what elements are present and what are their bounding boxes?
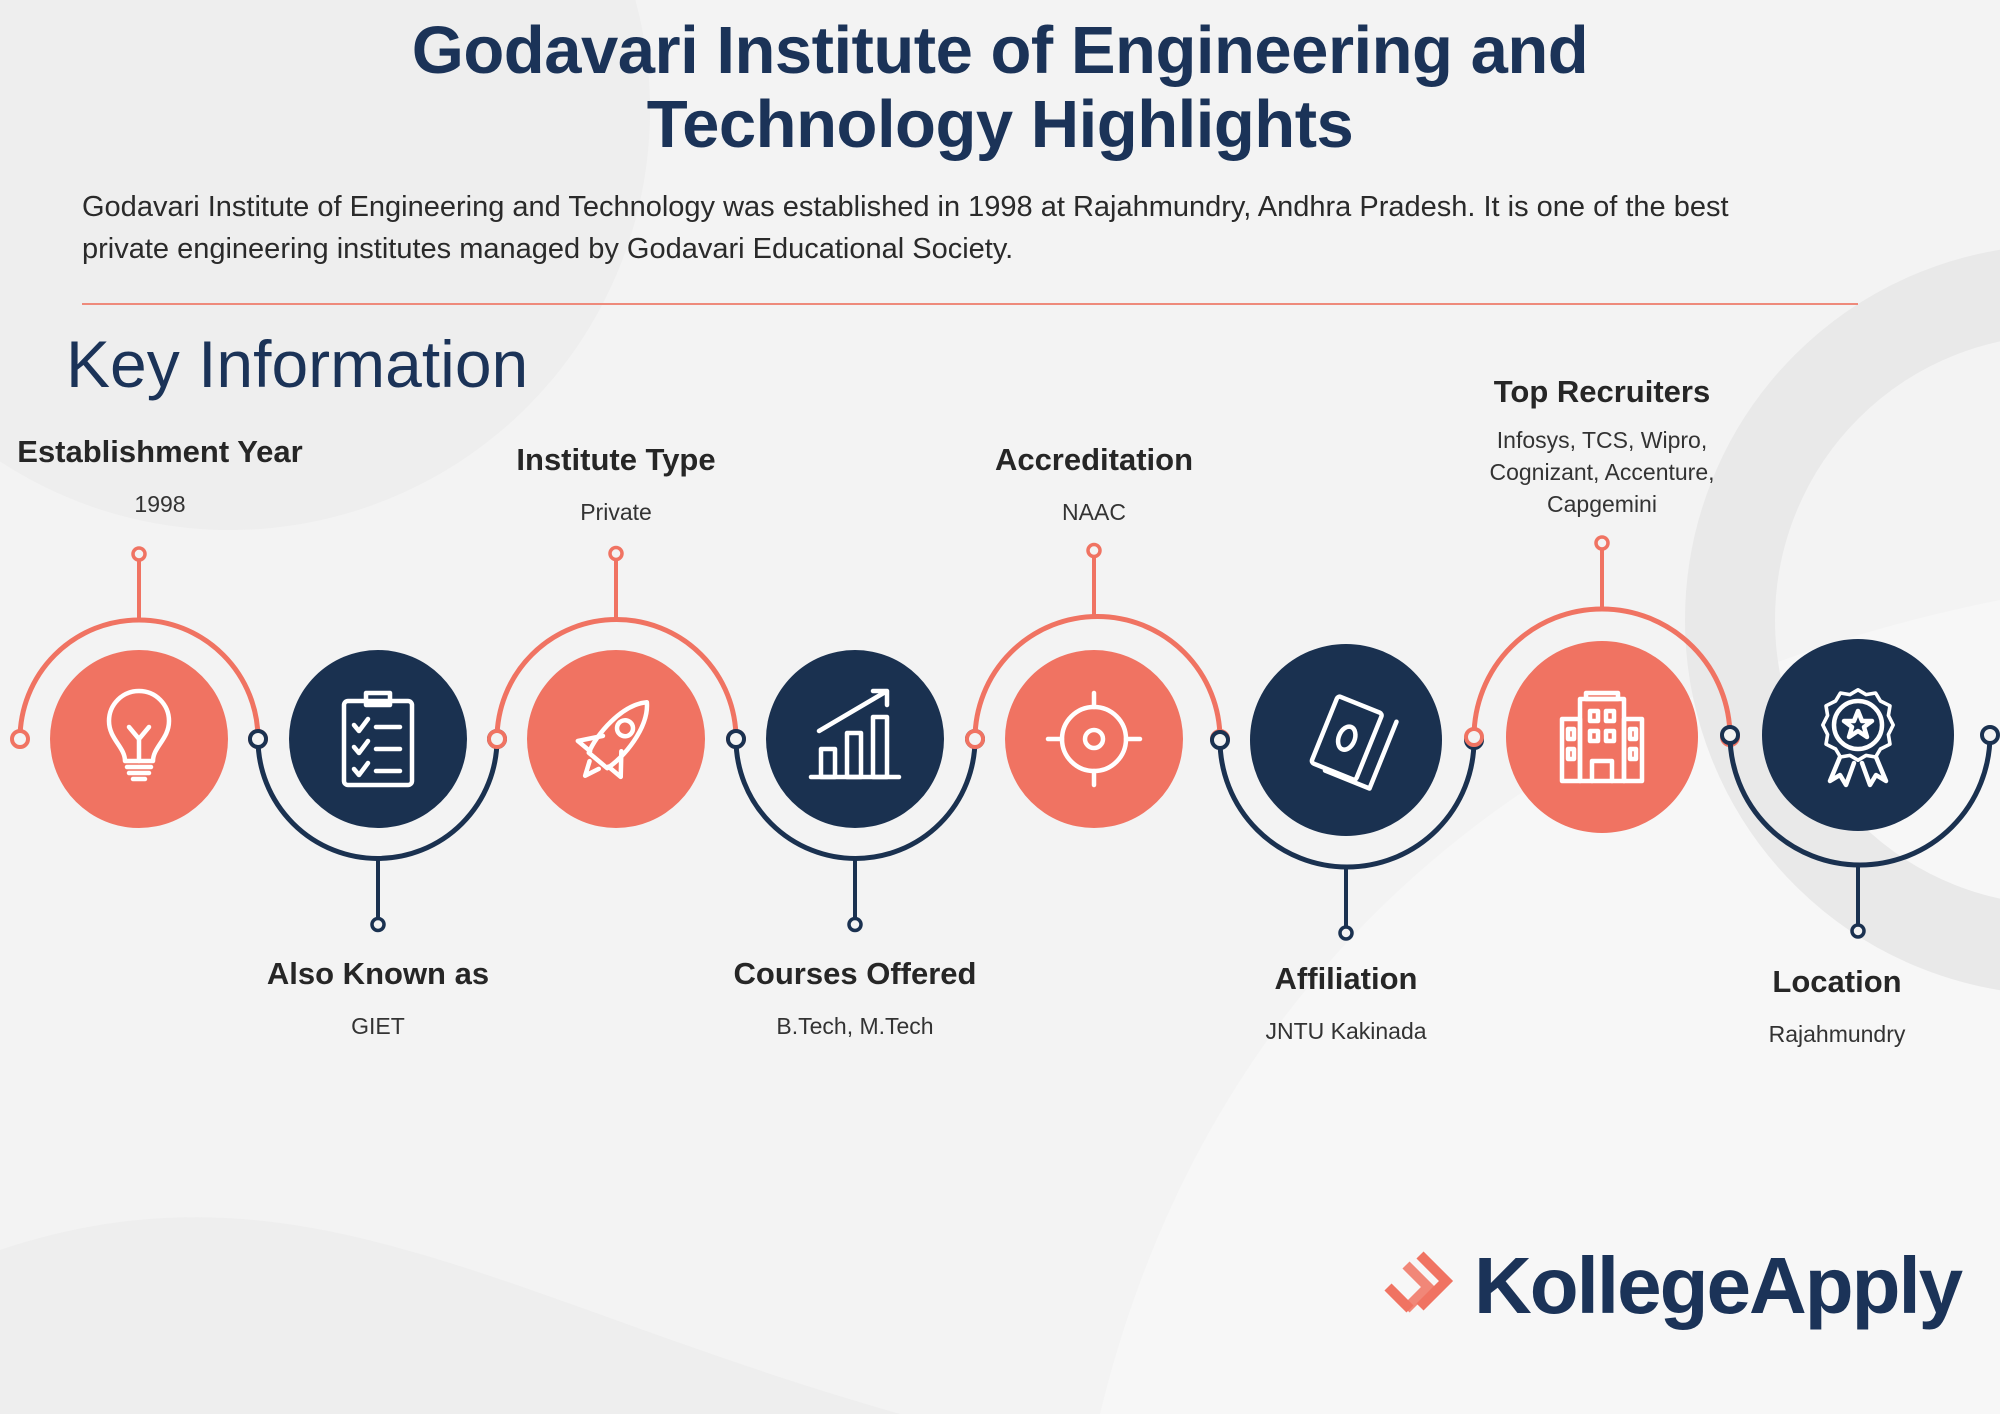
award-ribbon-icon xyxy=(1820,687,1896,788)
icon-circle xyxy=(1762,639,1954,831)
connector-arc xyxy=(1471,606,1733,738)
timeline-node xyxy=(487,545,746,828)
info-title: Courses Offered xyxy=(733,956,977,991)
junction-dot xyxy=(248,729,268,749)
info-title: Accreditation xyxy=(994,442,1194,477)
info-value: Infosys, TCS, Wipro, Cognizant, Accentur… xyxy=(1489,427,1715,517)
info-value: 1998 xyxy=(134,491,186,517)
stem-dot xyxy=(1850,923,1866,939)
junction-dot xyxy=(1720,725,1740,745)
brand-logo: KollegeApply xyxy=(1380,1240,1963,1332)
info-title: Establishment Year xyxy=(17,434,303,469)
info-value: Private xyxy=(580,499,652,525)
stem-dot xyxy=(1338,925,1354,941)
stem-dot xyxy=(1594,535,1610,551)
info-title: Top Recruiters xyxy=(1493,374,1711,409)
junction-dot xyxy=(1210,730,1230,750)
connector-arc xyxy=(1217,739,1477,870)
page-title: Godavari Institute of Engineering and Te… xyxy=(0,14,2000,162)
icon-circle xyxy=(289,650,467,828)
connector-arc xyxy=(972,614,1223,740)
junction-dot xyxy=(726,729,746,749)
stem-dot xyxy=(370,916,386,933)
info-title: Affiliation xyxy=(1274,961,1418,996)
title-line-1: Godavari Institute of Engineering and xyxy=(411,13,1589,88)
stem-dot xyxy=(608,545,624,562)
icon-circle xyxy=(1250,644,1442,836)
timeline-node xyxy=(965,542,1230,828)
timeline-node xyxy=(1464,535,1740,833)
info-label: Establishment Year 1998 xyxy=(0,434,340,520)
timeline-node xyxy=(1720,639,2000,939)
info-value: Rajahmundry xyxy=(1768,1021,1906,1047)
info-title: Also Known as xyxy=(266,956,490,991)
info-title: Location xyxy=(1772,964,1902,999)
icon-circle xyxy=(1005,650,1183,828)
stem-dot xyxy=(847,916,863,933)
info-label: Also Known as GIET xyxy=(198,956,558,1042)
junction-dot xyxy=(965,729,985,749)
icon-circle xyxy=(766,650,944,828)
info-value: JNTU Kakinada xyxy=(1265,1018,1427,1044)
building-icon xyxy=(1559,690,1645,784)
section-title: Key Information xyxy=(66,327,529,401)
info-value: B.Tech, M.Tech xyxy=(776,1013,934,1039)
description: Godavari Institute of Engineering and Te… xyxy=(82,191,1729,265)
icon-circle xyxy=(527,650,705,828)
junction-dot xyxy=(10,729,30,749)
clipboard-checklist-icon xyxy=(341,690,415,788)
timeline-node xyxy=(1210,644,1484,941)
timeline-node xyxy=(726,650,985,933)
stem-dot xyxy=(1086,542,1102,559)
divider xyxy=(82,303,1858,305)
stem-dot xyxy=(131,546,147,562)
growth-chart-icon xyxy=(808,688,902,780)
junction-dot xyxy=(487,729,507,749)
rocket-icon xyxy=(575,699,650,780)
kollegeapply-logo-icon xyxy=(1384,1251,1454,1313)
connector-arc xyxy=(1727,734,1993,868)
junction-dot xyxy=(1980,725,2000,745)
junction-dot xyxy=(1464,727,1484,747)
title-line-2: Technology Highlights xyxy=(646,87,1354,162)
brand-name: KollegeApply xyxy=(1474,1241,1963,1330)
timeline-node xyxy=(10,546,268,828)
money-icon xyxy=(1309,694,1399,791)
target-icon xyxy=(1045,690,1143,788)
info-title: Institute Type xyxy=(516,442,716,477)
info-value: GIET xyxy=(351,1013,405,1039)
icon-circle xyxy=(1506,641,1698,833)
lightbulb-icon xyxy=(106,688,172,782)
timeline-node xyxy=(248,650,507,933)
info-value: NAAC xyxy=(1062,499,1126,525)
